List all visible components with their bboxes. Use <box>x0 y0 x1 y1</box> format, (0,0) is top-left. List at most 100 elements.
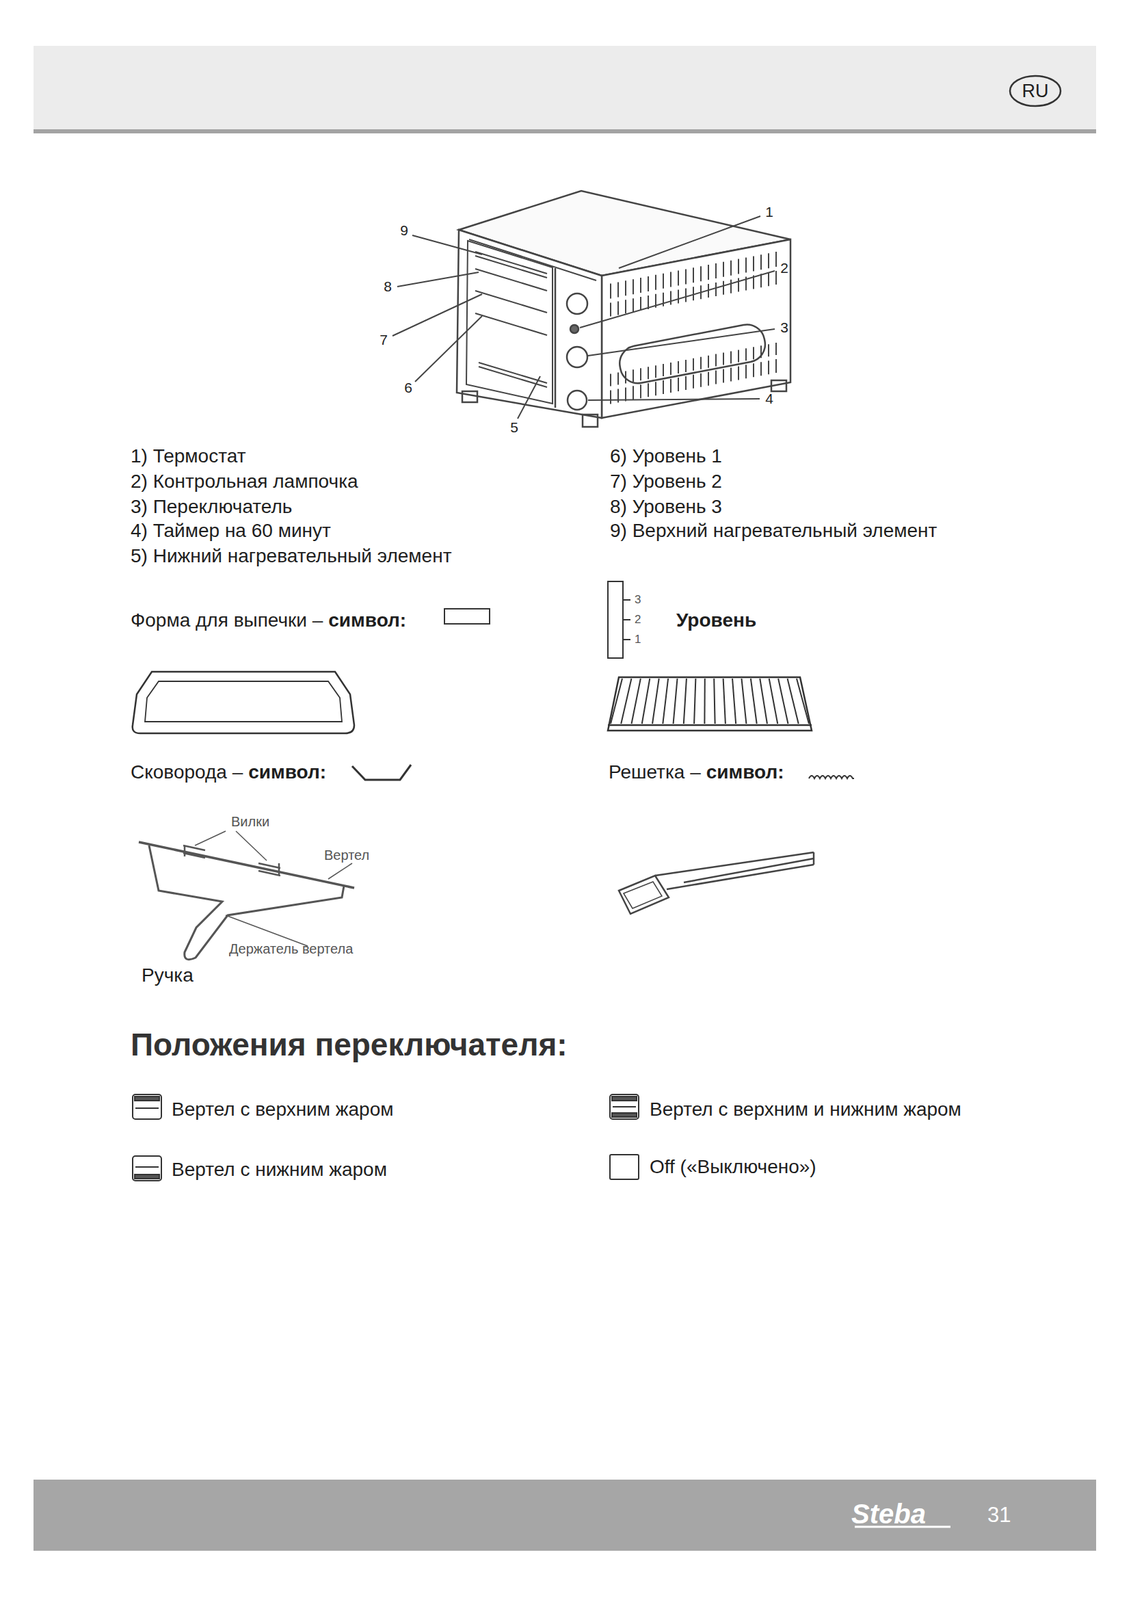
part-list-item: 7) Уровень 2 <box>609 469 723 494</box>
illustration-part <box>622 638 631 641</box>
illustration-part <box>767 343 770 357</box>
illustration-part <box>609 302 612 317</box>
illustration-part <box>132 1155 162 1181</box>
language-badge <box>1009 75 1061 106</box>
part-label: Вертел <box>324 846 370 863</box>
grip-tool <box>618 852 814 914</box>
illustration-part <box>655 852 814 876</box>
switch-knob <box>566 346 588 368</box>
illustration-part <box>609 1094 639 1119</box>
illustration-part <box>767 253 770 269</box>
leader-line <box>588 398 760 401</box>
leader-line <box>328 862 353 879</box>
illustration-part <box>741 678 747 724</box>
illustration-part <box>134 1096 160 1101</box>
illustration-part <box>632 278 634 295</box>
illustration-part <box>707 355 710 368</box>
footer-band <box>33 1479 1097 1551</box>
illustration-part <box>609 374 612 387</box>
part-list-item: 8) Уровень 3 <box>609 495 723 519</box>
part-list-item: 9) Верхний нагревательный элемент <box>609 519 937 543</box>
illustration-part <box>655 274 657 290</box>
baking-form-symbol <box>444 608 490 624</box>
symbol-label: символ: <box>706 760 785 784</box>
level-label: Уровень <box>676 608 757 632</box>
off-icon <box>609 1154 639 1179</box>
switch-icons <box>132 1094 639 1181</box>
callout-number: 6 <box>404 378 413 396</box>
illustration-part <box>767 360 770 375</box>
illustration-part <box>610 678 623 724</box>
illustration-part <box>694 678 696 724</box>
leader-line <box>412 235 483 255</box>
illustration-part <box>607 724 812 727</box>
control-lamp <box>570 324 579 334</box>
language-code: RU <box>1022 80 1049 102</box>
illustration-part <box>617 371 619 385</box>
illustration-part <box>632 385 634 400</box>
illustration-part <box>624 370 627 383</box>
illustration-part <box>134 1174 160 1179</box>
rotisserie-spit <box>138 830 355 960</box>
illustration-part <box>607 676 812 731</box>
illustration-part <box>685 287 687 302</box>
illustration-part <box>775 342 777 355</box>
leader-line <box>415 315 483 382</box>
illustration-part <box>609 1154 639 1179</box>
illustration-part <box>760 254 762 270</box>
level-number: 3 <box>634 592 641 607</box>
header-rule <box>33 129 1097 134</box>
illustration-part <box>737 365 740 380</box>
accessory-label: Решетка – <box>608 760 701 784</box>
illustration-part <box>730 260 732 276</box>
rack-symbol <box>808 775 855 779</box>
illustration-part <box>796 678 809 724</box>
pan-symbol <box>352 764 411 780</box>
illustration-part <box>723 678 726 724</box>
illustration-part <box>737 278 740 292</box>
illustration-part <box>732 678 736 724</box>
illustration-part <box>655 365 657 378</box>
illustration-part <box>623 881 662 909</box>
illustration-part <box>622 618 631 621</box>
illustration-part <box>759 678 768 724</box>
illustration-part <box>640 277 642 293</box>
illustration-part <box>132 1094 162 1119</box>
illustration-part <box>707 264 710 280</box>
illustration-part <box>813 852 816 865</box>
door-top-bar <box>469 239 597 281</box>
part-label: Вилки <box>231 813 270 830</box>
control-panel-edge <box>554 268 557 408</box>
illustration-part <box>752 363 755 377</box>
illustration-part <box>692 286 695 301</box>
illustration-part <box>730 279 732 294</box>
illustration-part <box>752 346 755 359</box>
illustration-part <box>745 348 747 361</box>
oven-drawing <box>456 190 791 427</box>
illustration-part <box>677 289 680 303</box>
illustration-part <box>700 265 702 282</box>
leader-line <box>579 270 775 328</box>
illustration-part <box>767 272 770 286</box>
illustration-part <box>662 273 664 289</box>
callout-number: 1 <box>765 203 774 221</box>
illustration-part <box>692 374 695 389</box>
leader-line <box>618 216 761 269</box>
illustration-part <box>670 362 672 375</box>
switch-position-label: Вертел с верхним жаром <box>171 1097 394 1121</box>
illustration-part <box>775 358 777 373</box>
leader-lines <box>392 216 775 419</box>
illustration-part <box>620 678 632 724</box>
illustration-part <box>713 678 715 724</box>
illustration-part <box>730 350 732 364</box>
illustration-part <box>715 282 717 297</box>
illustration-part <box>135 1107 159 1109</box>
illustration-part <box>624 299 627 314</box>
spit-top-bottom-heat-icon <box>609 1094 639 1119</box>
baking-tray <box>132 671 355 734</box>
illustration-part <box>670 378 672 393</box>
part-list-item: 3) Переключатель <box>130 495 292 519</box>
header-band <box>33 45 1097 132</box>
illustration-part <box>760 345 762 358</box>
